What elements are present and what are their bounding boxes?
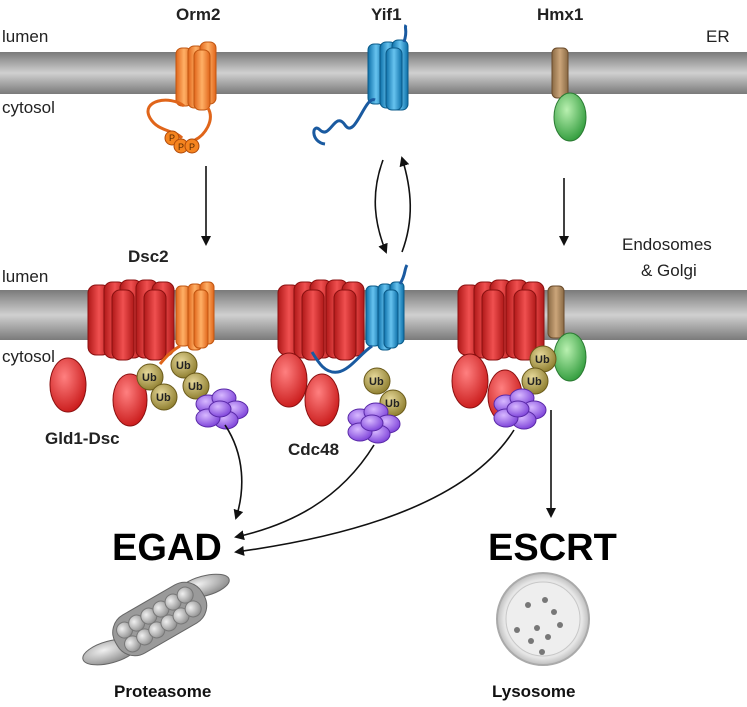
er-label: ER bbox=[706, 27, 730, 46]
egad-label: EGAD bbox=[112, 527, 222, 569]
cdc48-label: Cdc48 bbox=[288, 440, 339, 459]
yif1-protein bbox=[312, 24, 409, 146]
top-cytosol-label: cytosol bbox=[2, 98, 55, 117]
ubiquitin-chain: Ub Ub Ub Ub bbox=[136, 351, 210, 411]
dsc-subunit bbox=[451, 353, 489, 409]
orm2-label: Orm2 bbox=[176, 5, 220, 24]
yif1-forward-arrow bbox=[374, 159, 388, 254]
bottom-lumen-label: lumen bbox=[2, 267, 48, 286]
yif1-label: Yif1 bbox=[371, 5, 402, 24]
svg-text:Ub: Ub bbox=[535, 354, 550, 366]
svg-text:Ub: Ub bbox=[369, 376, 384, 388]
svg-text:Ub: Ub bbox=[156, 392, 171, 404]
proteasome-icon bbox=[82, 573, 230, 666]
dsc-subunit bbox=[270, 352, 308, 408]
svg-text:Ub: Ub bbox=[142, 372, 157, 384]
egad-arrow-2 bbox=[234, 444, 375, 541]
dsc-subunit bbox=[112, 373, 148, 427]
dsc2-label: Dsc2 bbox=[128, 247, 169, 266]
orm2-protein: P P P bbox=[146, 41, 217, 154]
top-lumen-label: lumen bbox=[2, 27, 48, 46]
egad-arrow-1 bbox=[224, 424, 244, 520]
svg-text:Ub: Ub bbox=[527, 376, 542, 388]
cdc48-hexamer bbox=[347, 402, 401, 444]
escrt-label: ESCRT bbox=[488, 527, 617, 569]
yif1-retrieval-arrow bbox=[399, 156, 412, 253]
endosomes-label: Endosomes bbox=[622, 235, 712, 254]
hmx1-domain bbox=[553, 332, 587, 382]
svg-text:P: P bbox=[178, 142, 184, 152]
gld1-dsc-label: Gld1-Dsc bbox=[45, 429, 120, 448]
dsc-subunit bbox=[304, 373, 340, 427]
golgi-label: & Golgi bbox=[641, 261, 697, 280]
lysosome-label: Lysosome bbox=[492, 682, 575, 701]
hmx1-protein bbox=[551, 47, 587, 142]
egad-arrow-3 bbox=[234, 429, 515, 556]
bottom-cytosol-label: cytosol bbox=[2, 347, 55, 366]
svg-text:Ub: Ub bbox=[176, 360, 191, 372]
svg-text:Ub: Ub bbox=[188, 381, 203, 393]
dsc-complex-orm2 bbox=[49, 279, 215, 427]
dsc-subunit bbox=[49, 357, 87, 413]
svg-text:P: P bbox=[189, 142, 195, 152]
svg-text:Ub: Ub bbox=[385, 398, 400, 410]
cdc48-hexamer bbox=[195, 388, 249, 430]
phospho-tags: P P P bbox=[164, 130, 200, 154]
proteasome-label: Proteasome bbox=[114, 682, 211, 701]
dsc-complex-yif1 bbox=[270, 264, 409, 427]
svg-text:P: P bbox=[169, 133, 175, 143]
cdc48-hexamer bbox=[493, 388, 547, 430]
hmx1-label: Hmx1 bbox=[537, 5, 583, 24]
lysosome-icon bbox=[496, 572, 590, 666]
ubiquitin-chain: Ub Ub bbox=[521, 345, 557, 395]
